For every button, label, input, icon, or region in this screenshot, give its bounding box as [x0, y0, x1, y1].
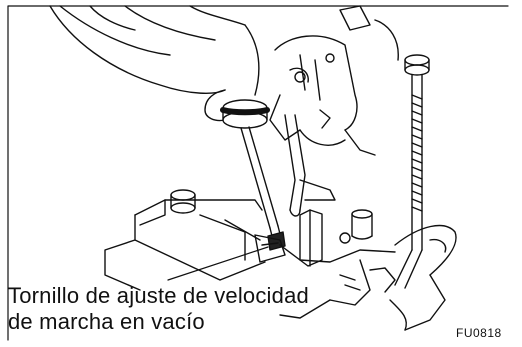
base-plate: [104, 189, 266, 291]
callout-label-line-1: Tornillo de ajuste de velocidad: [8, 283, 309, 308]
callout-label-line-2: de marcha en vacío: [8, 309, 205, 334]
figure-code: FU0818: [456, 326, 502, 340]
throttle-mechanism: [254, 209, 457, 331]
frame-border: [7, 5, 509, 341]
hand-drawing: [49, 5, 260, 122]
callout-label: Tornillo de ajuste de velocidad de march…: [8, 283, 388, 335]
carburetor-body: [269, 5, 399, 217]
leader-line: [167, 246, 269, 281]
threaded-rod: [394, 54, 430, 289]
